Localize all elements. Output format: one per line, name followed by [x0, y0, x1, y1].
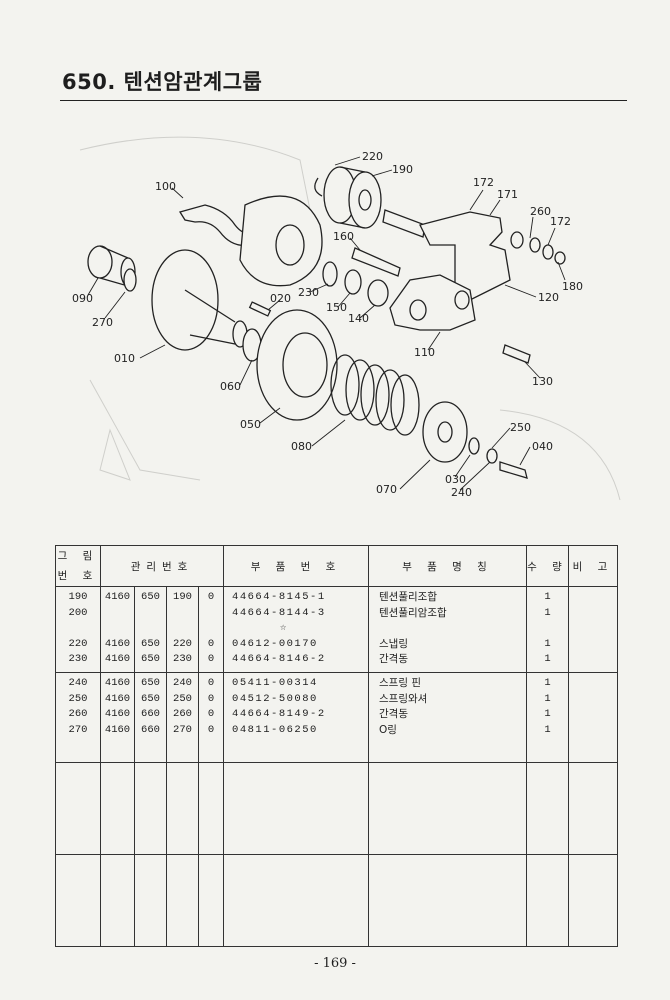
callout: 010	[114, 352, 135, 365]
leader-lines	[87, 156, 566, 491]
callout: 060	[220, 380, 241, 393]
callout: 080	[291, 440, 312, 453]
callout: 220	[362, 150, 383, 163]
callout-labels: 220 190 100 172 171 260 172 180 160 120 …	[72, 150, 583, 499]
callout: 172	[550, 215, 571, 228]
callout: 260	[530, 205, 551, 218]
callout: 050	[240, 418, 261, 431]
callout: 240	[451, 486, 472, 499]
callout: 171	[497, 188, 518, 201]
callout: 040	[532, 440, 553, 453]
remarks-cell	[568, 672, 619, 763]
callout: 172	[473, 176, 494, 189]
callout: 130	[532, 375, 553, 388]
page-title: 650. 텐션암관계그룹	[62, 70, 263, 94]
faint-background-sketch	[79, 136, 621, 501]
callout: 270	[92, 316, 113, 329]
callout: 090	[72, 292, 93, 305]
header-remarks: 비 고	[568, 545, 619, 587]
exploded-parts-diagram: 220 190 100 172 171 260 172 180 160 120 …	[72, 136, 621, 501]
callout: 190	[392, 163, 413, 176]
remarks-cell	[568, 586, 619, 673]
callout: 070	[376, 483, 397, 496]
parts	[87, 166, 566, 479]
header-quantity: 수 량	[526, 545, 570, 587]
callout: 250	[510, 421, 531, 434]
callout: 100	[155, 180, 176, 193]
callout: 160	[333, 230, 354, 243]
page-number: - 169 -	[314, 956, 356, 971]
header-part-name: 부 품 명 칭	[368, 545, 528, 587]
callout: 020	[270, 292, 291, 305]
header-management-number: 관리번호	[99, 545, 225, 587]
header-part-number: 부 품 번 호	[223, 545, 370, 587]
callout: 120	[538, 291, 559, 304]
title-underline	[60, 100, 627, 101]
callout: 030	[445, 473, 466, 486]
callout: 180	[562, 280, 583, 293]
callout: 110	[414, 346, 435, 359]
table-row-empty	[55, 854, 619, 947]
callout: 150	[326, 301, 347, 314]
callout: 230	[298, 286, 319, 299]
table-row-empty	[55, 762, 619, 855]
callout: 140	[348, 312, 369, 325]
